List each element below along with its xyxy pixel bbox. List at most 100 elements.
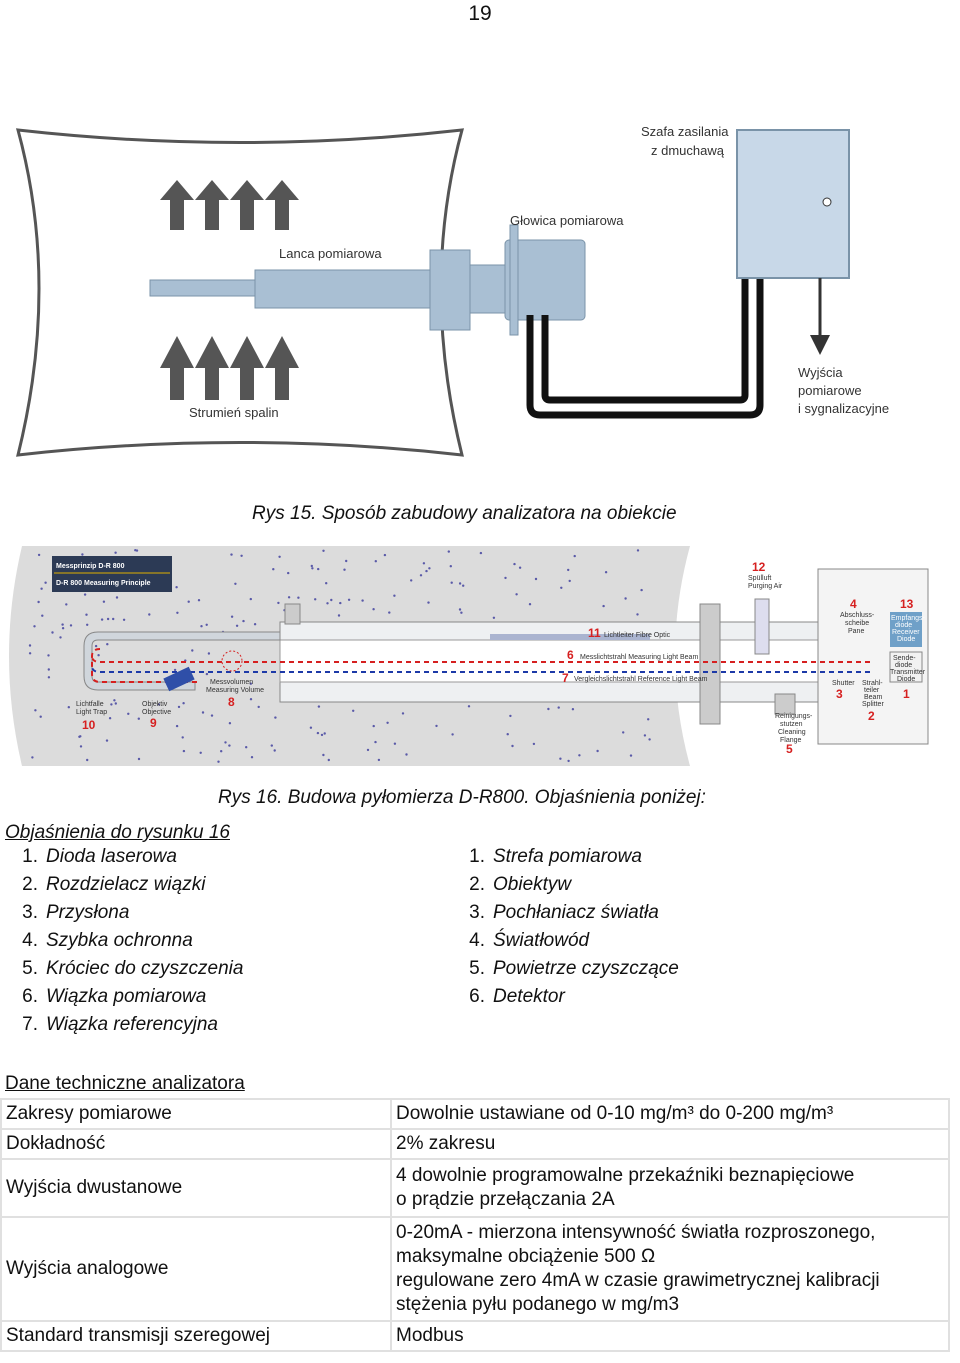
power-cabinet xyxy=(736,129,850,279)
list-item-number: 1. xyxy=(22,846,38,867)
label-flow: Strumień spalin xyxy=(189,405,279,420)
table-key: Dokładność xyxy=(0,1128,392,1160)
list-item: 6.Detektor xyxy=(451,983,679,1011)
splitter-2: teiler xyxy=(864,687,880,694)
dust-particle xyxy=(393,742,397,745)
label-outputs-2: pomiarowe xyxy=(798,383,862,398)
dust-particle xyxy=(377,758,381,762)
table-value-line: regulowane zero 4mA w czasie grawimetryc… xyxy=(396,1270,880,1291)
dust-particle xyxy=(297,596,300,599)
dust-particle xyxy=(67,706,71,709)
dust-particle xyxy=(629,754,633,757)
dust-particle xyxy=(458,582,462,585)
list-item-number: 6. xyxy=(22,986,38,1007)
list-item-text: Króciec do czyszczenia xyxy=(46,958,244,979)
list-item: 5.Powietrze czyszczące xyxy=(451,955,679,983)
list-item-number: 4. xyxy=(469,930,485,951)
list-item: 5.Króciec do czyszczenia xyxy=(4,955,243,983)
list-item-number: 3. xyxy=(22,902,38,923)
cleaning-flange xyxy=(774,693,796,715)
receiver-3: Receiver xyxy=(892,629,920,636)
dust-particle xyxy=(578,754,581,757)
label-outputs-1: Wyjścia xyxy=(798,365,843,380)
dust-particle xyxy=(337,614,341,617)
dust-particle xyxy=(428,567,431,570)
dust-particle xyxy=(270,744,273,747)
dust-particle xyxy=(314,598,317,601)
dust-particle xyxy=(28,644,32,647)
transmitter-1: Sende- xyxy=(893,655,916,662)
dust-particle xyxy=(602,604,605,608)
dust-particle xyxy=(39,715,42,718)
splitter-1: Strahl- xyxy=(862,680,883,687)
header-box xyxy=(52,556,172,592)
dust-particle xyxy=(547,707,550,711)
list-item: 3. Przysłona xyxy=(4,899,243,927)
dust-particle xyxy=(277,601,280,605)
dust-particle xyxy=(137,717,140,720)
dust-particle xyxy=(401,712,405,715)
dust-particle xyxy=(557,706,560,709)
dust-particle xyxy=(515,593,518,596)
table-value: 2% zakresu xyxy=(390,1128,950,1160)
fibre-band xyxy=(490,634,650,640)
list-item: 1.Strefa pomiarowa xyxy=(451,843,679,871)
dust-particle xyxy=(449,565,452,568)
table-value: 4 dowolnie programowalne przekaźniki bez… xyxy=(390,1158,950,1218)
num-11: 11 xyxy=(588,626,601,640)
dust-particle xyxy=(106,617,110,621)
header-line1: Messprinzip D-R 800 xyxy=(56,563,125,570)
dust-particle xyxy=(220,750,223,753)
dust-particle xyxy=(323,732,326,735)
list-item-text: Przysłona xyxy=(46,902,130,923)
explanations-title: Objaśnienia do rysunku 16 xyxy=(5,822,230,843)
dust-particle xyxy=(528,603,532,606)
dust-particle xyxy=(386,721,389,724)
dust-particle xyxy=(122,618,126,621)
list-item-text: Obiektyw xyxy=(493,874,572,895)
dust-particle xyxy=(199,751,202,754)
dust-particle xyxy=(559,757,562,760)
dust-particle xyxy=(33,625,36,628)
transmitter-box xyxy=(889,651,923,683)
dust-particle xyxy=(115,596,119,599)
dust-particle xyxy=(86,758,89,762)
dust-particle xyxy=(311,567,314,570)
dust-particle xyxy=(78,735,81,738)
dust-particle xyxy=(504,576,507,580)
dust-particle xyxy=(59,636,62,639)
dust-particle xyxy=(326,602,329,605)
dust-particle xyxy=(374,740,377,744)
num-4: 4 xyxy=(850,597,857,611)
dust-particle xyxy=(462,584,465,587)
dust-particle xyxy=(79,745,83,748)
list-item: 1. Dioda laserowa xyxy=(4,843,243,871)
dust-particle xyxy=(176,611,179,614)
objective-1: Objektiv xyxy=(142,701,168,708)
measuring-head xyxy=(504,224,586,336)
dust-particle xyxy=(207,652,211,655)
dust-particle xyxy=(322,549,325,552)
list-item-text: Dioda laserowa xyxy=(46,846,177,867)
splitter-3: Beam xyxy=(864,694,882,701)
dust-particle xyxy=(492,616,496,619)
purge-2: Purging Air xyxy=(748,583,783,590)
dust-particle xyxy=(200,625,203,628)
dust-particle xyxy=(187,600,190,603)
table-value-line: 2% zakresu xyxy=(396,1133,496,1154)
table-value-line: 4 dowolnie programowalne przekaźniki bez… xyxy=(396,1165,855,1186)
list-item: 2. Obiektyw xyxy=(451,871,679,899)
dust-particle xyxy=(532,742,536,746)
dust-particle xyxy=(640,588,643,592)
list-item-number: 2. xyxy=(469,874,485,895)
table-value-line: 0-20mA - mierzona intensywność światła r… xyxy=(396,1222,876,1243)
cabinet-knob xyxy=(822,197,832,207)
dust-particle xyxy=(273,749,276,752)
dust-particle xyxy=(479,551,483,555)
list-item-text: Wiązka pomiarowa xyxy=(46,986,207,1007)
dust-particle xyxy=(419,574,423,577)
dust-particle xyxy=(69,624,73,627)
